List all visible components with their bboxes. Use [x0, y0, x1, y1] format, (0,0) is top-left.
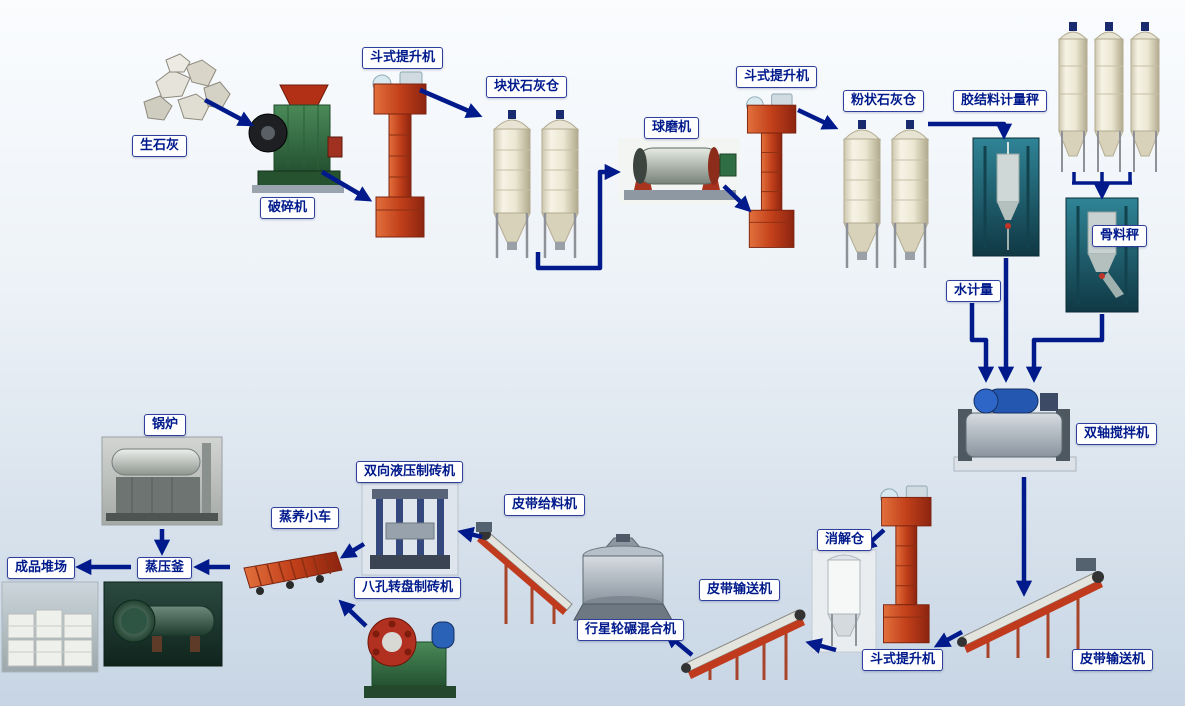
- product-yard-image: [1, 581, 99, 673]
- label-water-metering: 水计量: [946, 280, 1002, 302]
- label-bucket-elevator-3: 斗式提升机: [862, 649, 944, 671]
- aggregate-scale-image: [1065, 197, 1139, 313]
- rotary-brick-press-image: [364, 617, 456, 698]
- label-powder-lime-silo: 粉状石灰仓: [843, 90, 925, 112]
- hydraulic-brick-press-image: [361, 482, 459, 576]
- label-aggregate-scale: 骨料秤: [1092, 225, 1148, 247]
- planetary-mixer-image: [573, 534, 673, 621]
- ball-mill-image: [618, 138, 740, 204]
- belt-conveyor-right-image: [957, 558, 1104, 658]
- label-belt-conveyor-mid: 皮带输送机: [699, 579, 781, 601]
- autoclave-image: [103, 581, 223, 667]
- crusher-image: [248, 84, 344, 193]
- bucket-elevator-3-image: [880, 485, 932, 644]
- label-quicklime: 生石灰: [132, 135, 188, 157]
- label-digestion-silo: 消解仓: [817, 529, 873, 551]
- label-planetary-mixer: 行星轮碾混合机: [577, 619, 685, 641]
- label-binder-metering-scale: 胶结料计量秤: [953, 90, 1048, 112]
- label-bucket-elevator-2: 斗式提升机: [736, 66, 818, 88]
- label-twin-shaft-mixer: 双轴搅拌机: [1076, 423, 1158, 445]
- belt-feeder-image: [476, 522, 573, 624]
- aggregate-silos-image: [1058, 21, 1160, 173]
- twin-shaft-mixer-image: [953, 388, 1077, 472]
- label-autoclave: 蒸压釜: [137, 557, 193, 579]
- bucket-elevator-2-image: [746, 93, 797, 248]
- label-steam-curing-cart: 蒸养小车: [271, 507, 340, 529]
- label-crusher: 破碎机: [260, 197, 316, 219]
- label-bucket-elevator-1: 斗式提升机: [362, 47, 444, 69]
- label-product-yard: 成品堆场: [7, 557, 76, 579]
- label-boiler: 锅炉: [144, 414, 187, 436]
- label-hydraulic-brick-press: 双向液压制砖机: [356, 461, 464, 483]
- block-lime-silo-image: [492, 108, 580, 260]
- boiler-image: [101, 436, 223, 526]
- powder-lime-silo-image: [842, 118, 930, 270]
- label-belt-conveyor-right: 皮带输送机: [1072, 649, 1154, 671]
- label-rotary-brick-press: 八孔转盘制砖机: [354, 577, 462, 599]
- binder-metering-scale-image: [972, 137, 1040, 257]
- quicklime-stones-image: [143, 53, 231, 121]
- bucket-elevator-1-image: [372, 71, 427, 238]
- steam-curing-cart-image: [243, 551, 343, 595]
- label-ball-mill: 球磨机: [644, 117, 700, 139]
- label-block-lime-silo: 块状石灰仓: [486, 76, 568, 98]
- label-belt-feeder: 皮带给料机: [504, 494, 586, 516]
- digestion-silo-image: [811, 549, 877, 653]
- belt-conveyor-mid-image: [681, 609, 806, 680]
